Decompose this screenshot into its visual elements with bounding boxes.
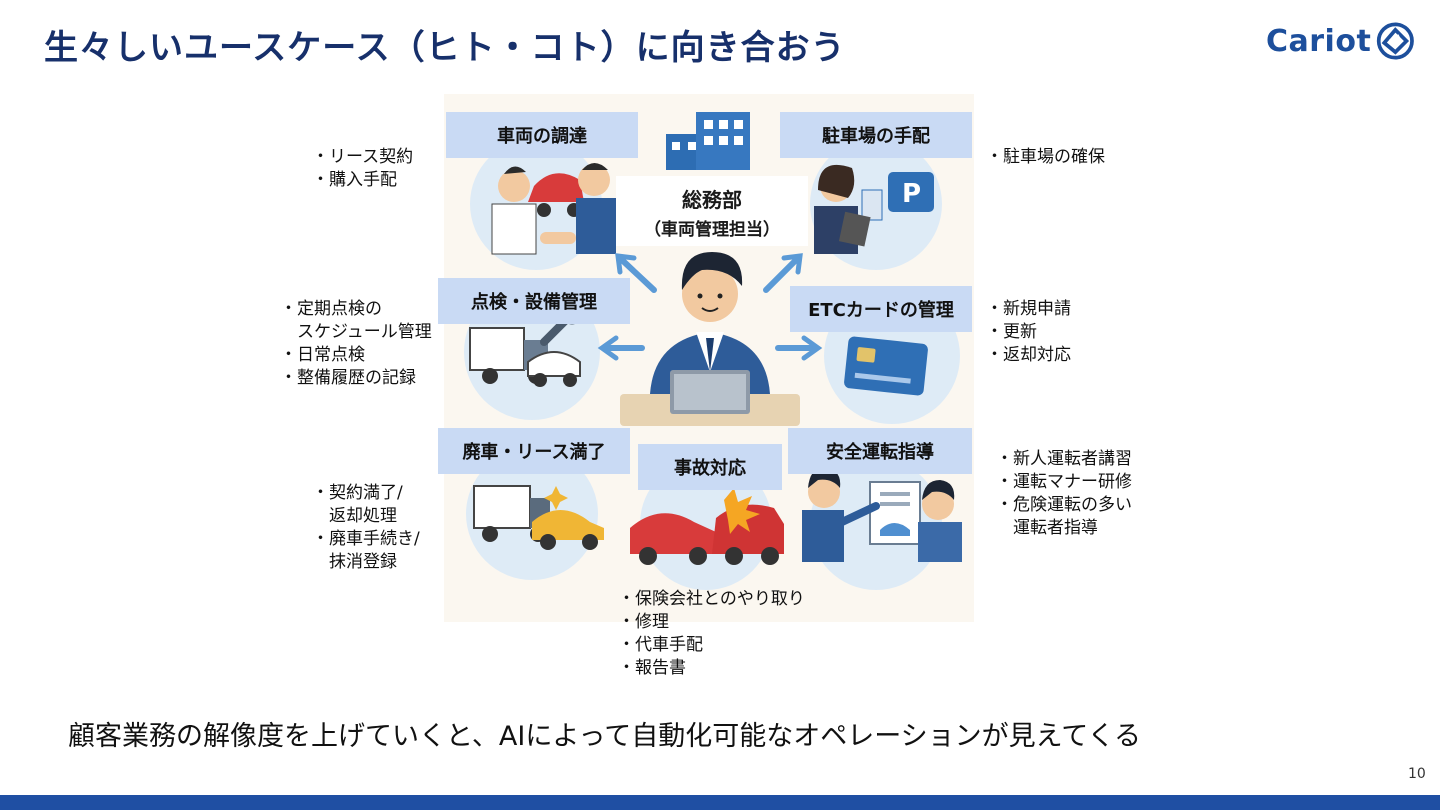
note-disposal: ・契約満了/ 返却処理 ・廃車手続き/ 抹消登録 <box>312 482 420 574</box>
center-department-label: 総務部 （車両管理担当） <box>616 176 808 246</box>
note-line: ・危険運転の多い <box>996 495 1132 515</box>
logo: Cariot <box>1266 16 1416 66</box>
flow-arrows <box>597 253 823 361</box>
label-parking: 駐車場の手配 <box>780 112 972 158</box>
note-line: 運転者指導 <box>996 518 1098 538</box>
center-subtitle: （車両管理担当） <box>644 220 780 240</box>
etc-card-icon <box>844 336 928 396</box>
note-procurement: ・リース契約 ・購入手配 <box>312 146 413 192</box>
note-line: ・日常点検 <box>280 345 365 365</box>
note-line: ・新規申請 <box>986 299 1071 319</box>
building-icon <box>666 112 750 170</box>
note-line: 返却処理 <box>312 506 397 526</box>
note-line: ・保険会社とのやり取り <box>618 589 805 609</box>
label-disposal: 廃車・リース満了 <box>438 428 630 474</box>
label-accident: 事故対応 <box>638 444 782 490</box>
note-line: ・代車手配 <box>618 635 703 655</box>
note-line: ・廃車手続き/ <box>312 529 420 549</box>
note-line: ・整備履歴の記録 <box>280 368 416 388</box>
bottom-message: 顧客業務の解像度を上げていくと、AIによって自動化可能なオペレーションが見えてく… <box>68 721 1141 752</box>
note-line: ・新人運転者講習 <box>996 449 1132 469</box>
safety-training-icon <box>802 467 962 562</box>
note-line: ・定期点検の <box>280 299 382 319</box>
note-safety: ・新人運転者講習 ・運転マナー研修 ・危険運転の多い 運転者指導 <box>996 448 1132 540</box>
note-parking: ・駐車場の確保 <box>986 146 1105 169</box>
note-line: ・契約満了/ <box>312 483 403 503</box>
handshake-car-icon <box>491 163 616 255</box>
svg-text:P: P <box>902 179 921 209</box>
label-procurement: 車両の調達 <box>446 112 638 158</box>
note-line: 抹消登録 <box>312 552 397 572</box>
parking-sign-icon: P <box>814 164 934 254</box>
cariot-swirl-logo <box>1377 22 1415 60</box>
illustration-art: P <box>464 112 962 590</box>
cars-sparkle-icon <box>473 485 604 550</box>
label-etc: ETCカードの管理 <box>790 286 972 332</box>
center-title: 総務部 <box>682 188 742 212</box>
page-title: 生々しいユースケース（ヒト・コト）に向き合おう <box>44 28 846 68</box>
note-inspection: ・定期点検の スケジュール管理 ・日常点検 ・整備履歴の記録 <box>280 298 432 390</box>
page-number: 10 <box>1408 766 1426 782</box>
note-accident: ・保険会社とのやり取り ・修理 ・代車手配 ・報告書 <box>618 588 805 680</box>
truck-wrench-icon <box>469 303 583 387</box>
note-line: ・リース契約 <box>312 147 414 167</box>
footer-bar <box>0 795 1440 810</box>
label-safety: 安全運転指導 <box>788 428 972 474</box>
note-line: ・返却対応 <box>986 345 1071 365</box>
label-inspection: 点検・設備管理 <box>438 278 630 324</box>
note-line: ・運転マナー研修 <box>996 472 1132 492</box>
illustration-panel: P <box>444 94 974 622</box>
note-line: ・更新 <box>986 322 1037 342</box>
note-line: ・報告書 <box>618 658 686 678</box>
car-crash-icon <box>630 488 784 565</box>
note-line: ・修理 <box>618 612 669 632</box>
office-worker-laptop-icon <box>620 252 800 426</box>
logo-text: Cariot <box>1266 23 1372 59</box>
note-line: スケジュール管理 <box>280 322 432 342</box>
note-etc: ・新規申請 ・更新 ・返却対応 <box>986 298 1071 367</box>
note-line: ・駐車場の確保 <box>986 147 1105 167</box>
note-line: ・購入手配 <box>312 170 397 190</box>
